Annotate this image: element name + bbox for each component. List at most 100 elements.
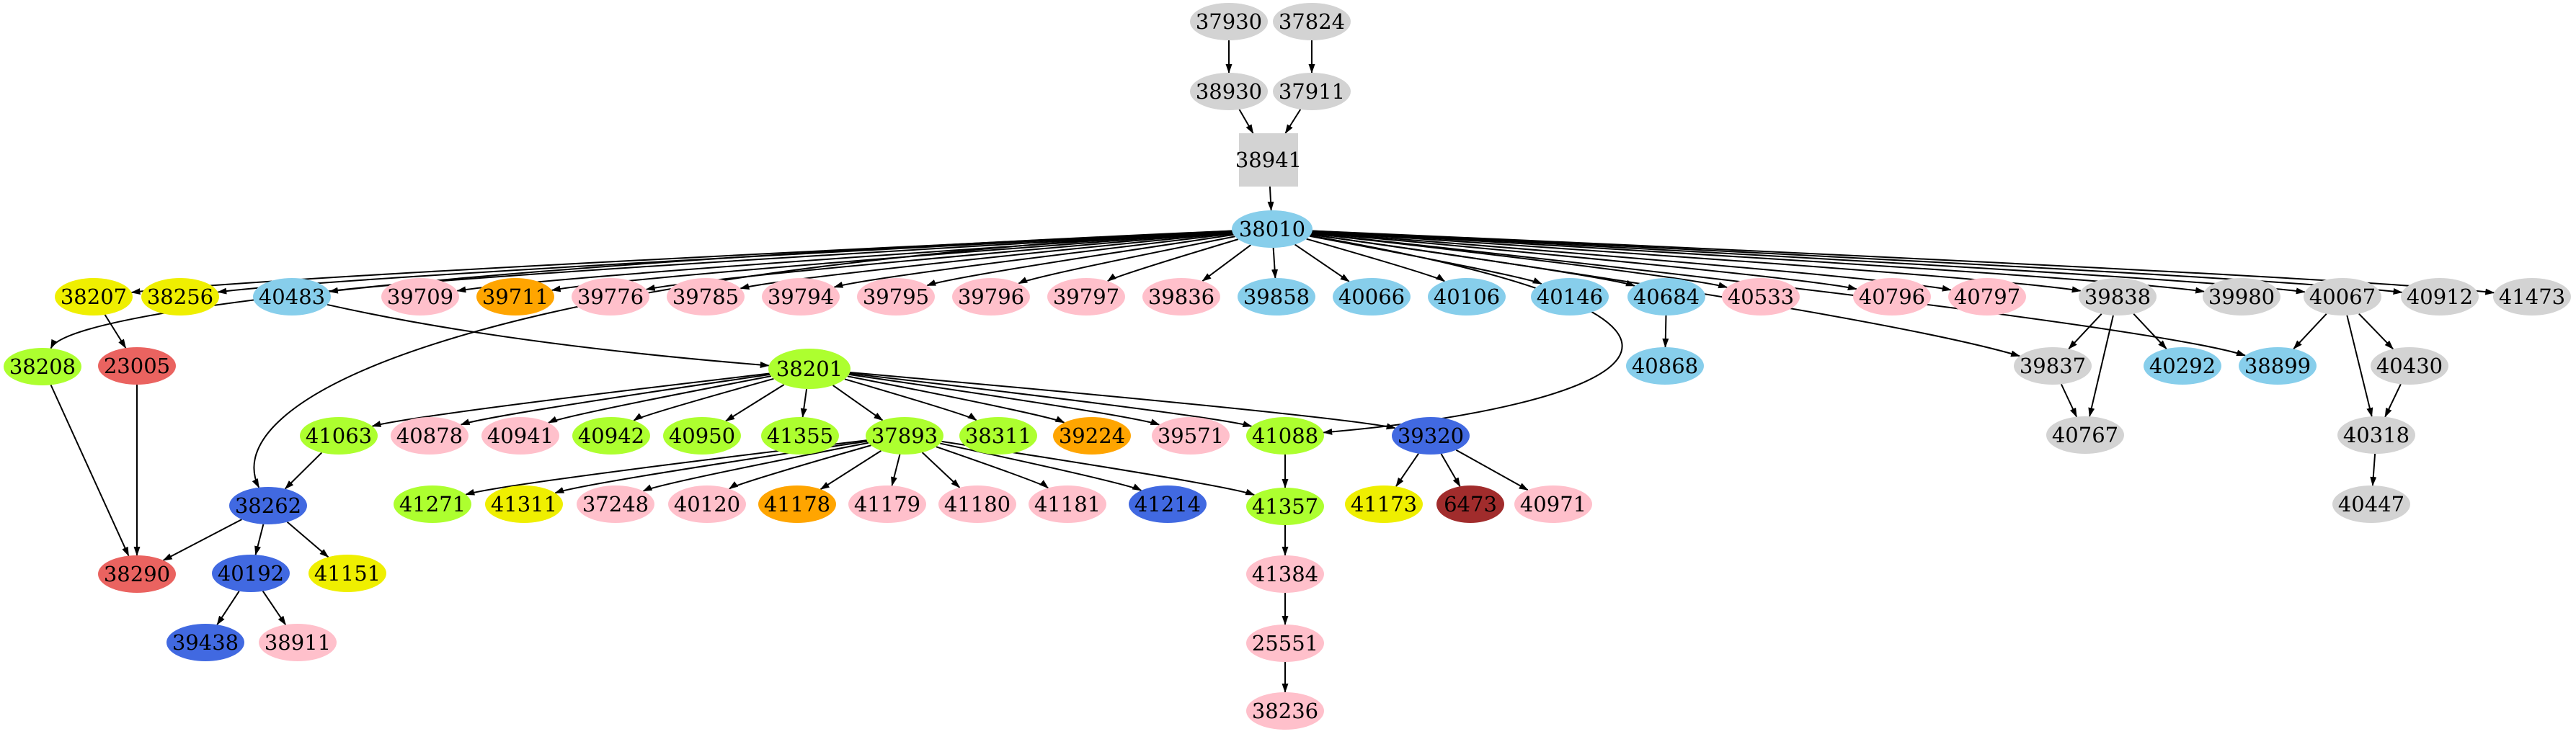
node-ellipse-shape <box>2203 278 2280 315</box>
graph-node-40067: 40067 <box>2304 278 2381 315</box>
node-ellipse-shape <box>848 485 926 523</box>
graph-node-40767: 40767 <box>2046 416 2124 454</box>
graph-edge-38010-40533 <box>1311 233 1728 289</box>
graph-node-41180: 41180 <box>938 485 1016 523</box>
graph-node-40192: 40192 <box>212 555 290 592</box>
graph-edge-38010-39794 <box>833 233 1233 288</box>
node-ellipse-shape <box>2046 416 2124 454</box>
node-ellipse-shape <box>2337 416 2415 454</box>
graph-edge-38010-39795 <box>926 233 1234 287</box>
node-ellipse-shape <box>866 417 943 455</box>
node-ellipse-shape <box>1722 278 1800 315</box>
node-ellipse-shape <box>577 485 654 523</box>
node-ellipse-shape <box>768 349 850 389</box>
node-ellipse-shape <box>2014 347 2092 385</box>
graph-edge-41063-38262 <box>284 452 323 490</box>
graph-node-39224: 39224 <box>1053 417 1131 455</box>
node-ellipse-shape <box>2401 278 2479 315</box>
graph-node-40483: 40483 <box>253 278 331 315</box>
graph-node-39836: 39836 <box>1142 278 1220 315</box>
graph-edge-38201-40878 <box>460 373 770 426</box>
graph-node-41473: 41473 <box>2493 278 2571 315</box>
graph-node-40912: 40912 <box>2401 278 2479 315</box>
graph-edge-38930-38941 <box>1238 109 1254 134</box>
graph-node-38930: 38930 <box>1190 73 1268 110</box>
graph-edge-37893-41271 <box>465 439 867 496</box>
graph-node-40684: 40684 <box>1627 278 1705 315</box>
graph-edge-37893-37248 <box>642 442 869 492</box>
node-ellipse-shape <box>212 555 290 592</box>
graph-edge-40067-40430 <box>2358 313 2394 350</box>
graph-edge-40430-40318 <box>2384 383 2402 418</box>
graph-node-23005: 23005 <box>98 347 176 385</box>
node-ellipse-shape <box>663 417 741 455</box>
graph-edge-38201-38311 <box>844 378 977 421</box>
graph-node-41311: 41311 <box>485 485 563 523</box>
graph-node-41355: 41355 <box>761 417 839 455</box>
node-ellipse-shape <box>1029 485 1106 523</box>
graph-node-39858: 39858 <box>1238 278 1315 315</box>
graph-edge-38201-40950 <box>725 384 785 422</box>
graph-edge-38010-38262 <box>252 231 1233 488</box>
graph-edge-38201-41063 <box>371 372 770 427</box>
graph-edge-39838-40767 <box>2088 315 2114 418</box>
node-ellipse-shape <box>762 278 840 315</box>
graph-edge-38010-39836 <box>1202 244 1252 282</box>
graph-node-40533: 40533 <box>1722 278 1800 315</box>
graph-edge-38010-39838 <box>1312 231 2082 293</box>
graph-edge-38262-38290 <box>162 519 242 561</box>
graph-edge-38201-37893 <box>832 385 884 421</box>
graph-node-39709: 39709 <box>381 278 459 315</box>
node-ellipse-shape <box>259 624 337 661</box>
node-ellipse-shape <box>1273 3 1351 40</box>
graph-node-41181: 41181 <box>1029 485 1106 523</box>
node-ellipse-shape <box>391 417 468 455</box>
graph-edge-38262-40192 <box>254 524 265 556</box>
node-ellipse-shape <box>2304 278 2381 315</box>
graph-edge-38010-39785 <box>740 232 1233 290</box>
graph-edge-38010-39776 <box>645 231 1233 291</box>
graph-node-40430: 40430 <box>2371 347 2448 385</box>
node-ellipse-shape <box>166 624 244 661</box>
graph-edge-37893-41181 <box>936 446 1049 489</box>
node-ellipse-shape <box>1853 278 1931 315</box>
graph-node-38256: 38256 <box>141 278 219 315</box>
node-ellipse-shape <box>229 487 307 524</box>
graph-edge-37911-38941 <box>1284 109 1302 134</box>
graph-edge-38010-41088 <box>1310 235 1623 435</box>
graph-node-40292: 40292 <box>2144 347 2221 385</box>
node-ellipse-shape <box>4 348 81 385</box>
node-ellipse-shape <box>572 278 649 315</box>
graph-node-37911: 37911 <box>1273 73 1351 110</box>
node-ellipse-shape <box>1246 488 1324 525</box>
node-ellipse-shape <box>485 485 563 523</box>
graph-node-38207: 38207 <box>55 278 133 315</box>
graph-edge-39838-39837 <box>2068 313 2102 350</box>
graph-node-38208: 38208 <box>4 348 81 385</box>
graph-node-41357: 41357 <box>1246 488 1324 525</box>
node-ellipse-shape <box>2371 347 2448 385</box>
graph-node-38236: 38236 <box>1246 692 1324 730</box>
graph-node-40950: 40950 <box>663 417 741 455</box>
node-ellipse-shape <box>1246 417 1324 455</box>
graph-edge-38010-39796 <box>1018 236 1235 285</box>
node-ellipse-shape <box>300 417 378 455</box>
node-ellipse-shape <box>2144 347 2221 385</box>
node-ellipse-shape <box>1190 3 1268 40</box>
graph-node-40447: 40447 <box>2332 485 2410 523</box>
node-ellipse-shape <box>857 278 935 315</box>
graph-edge-39838-40292 <box>2133 313 2167 350</box>
node-ellipse-shape <box>1246 692 1324 730</box>
node-ellipse-shape <box>2239 347 2317 385</box>
graph-edge-37893-40120 <box>728 444 871 490</box>
graph-node-39776: 39776 <box>572 278 649 315</box>
graph-edge-40192-38911 <box>262 591 287 626</box>
graph-edge-38201-41088 <box>849 372 1253 427</box>
node-ellipse-shape <box>55 278 133 315</box>
graph-edge-38201-39224 <box>847 375 1065 424</box>
graph-node-40878: 40878 <box>391 417 468 455</box>
graph-node-40868: 40868 <box>1626 347 1704 385</box>
node-ellipse-shape <box>308 555 386 592</box>
